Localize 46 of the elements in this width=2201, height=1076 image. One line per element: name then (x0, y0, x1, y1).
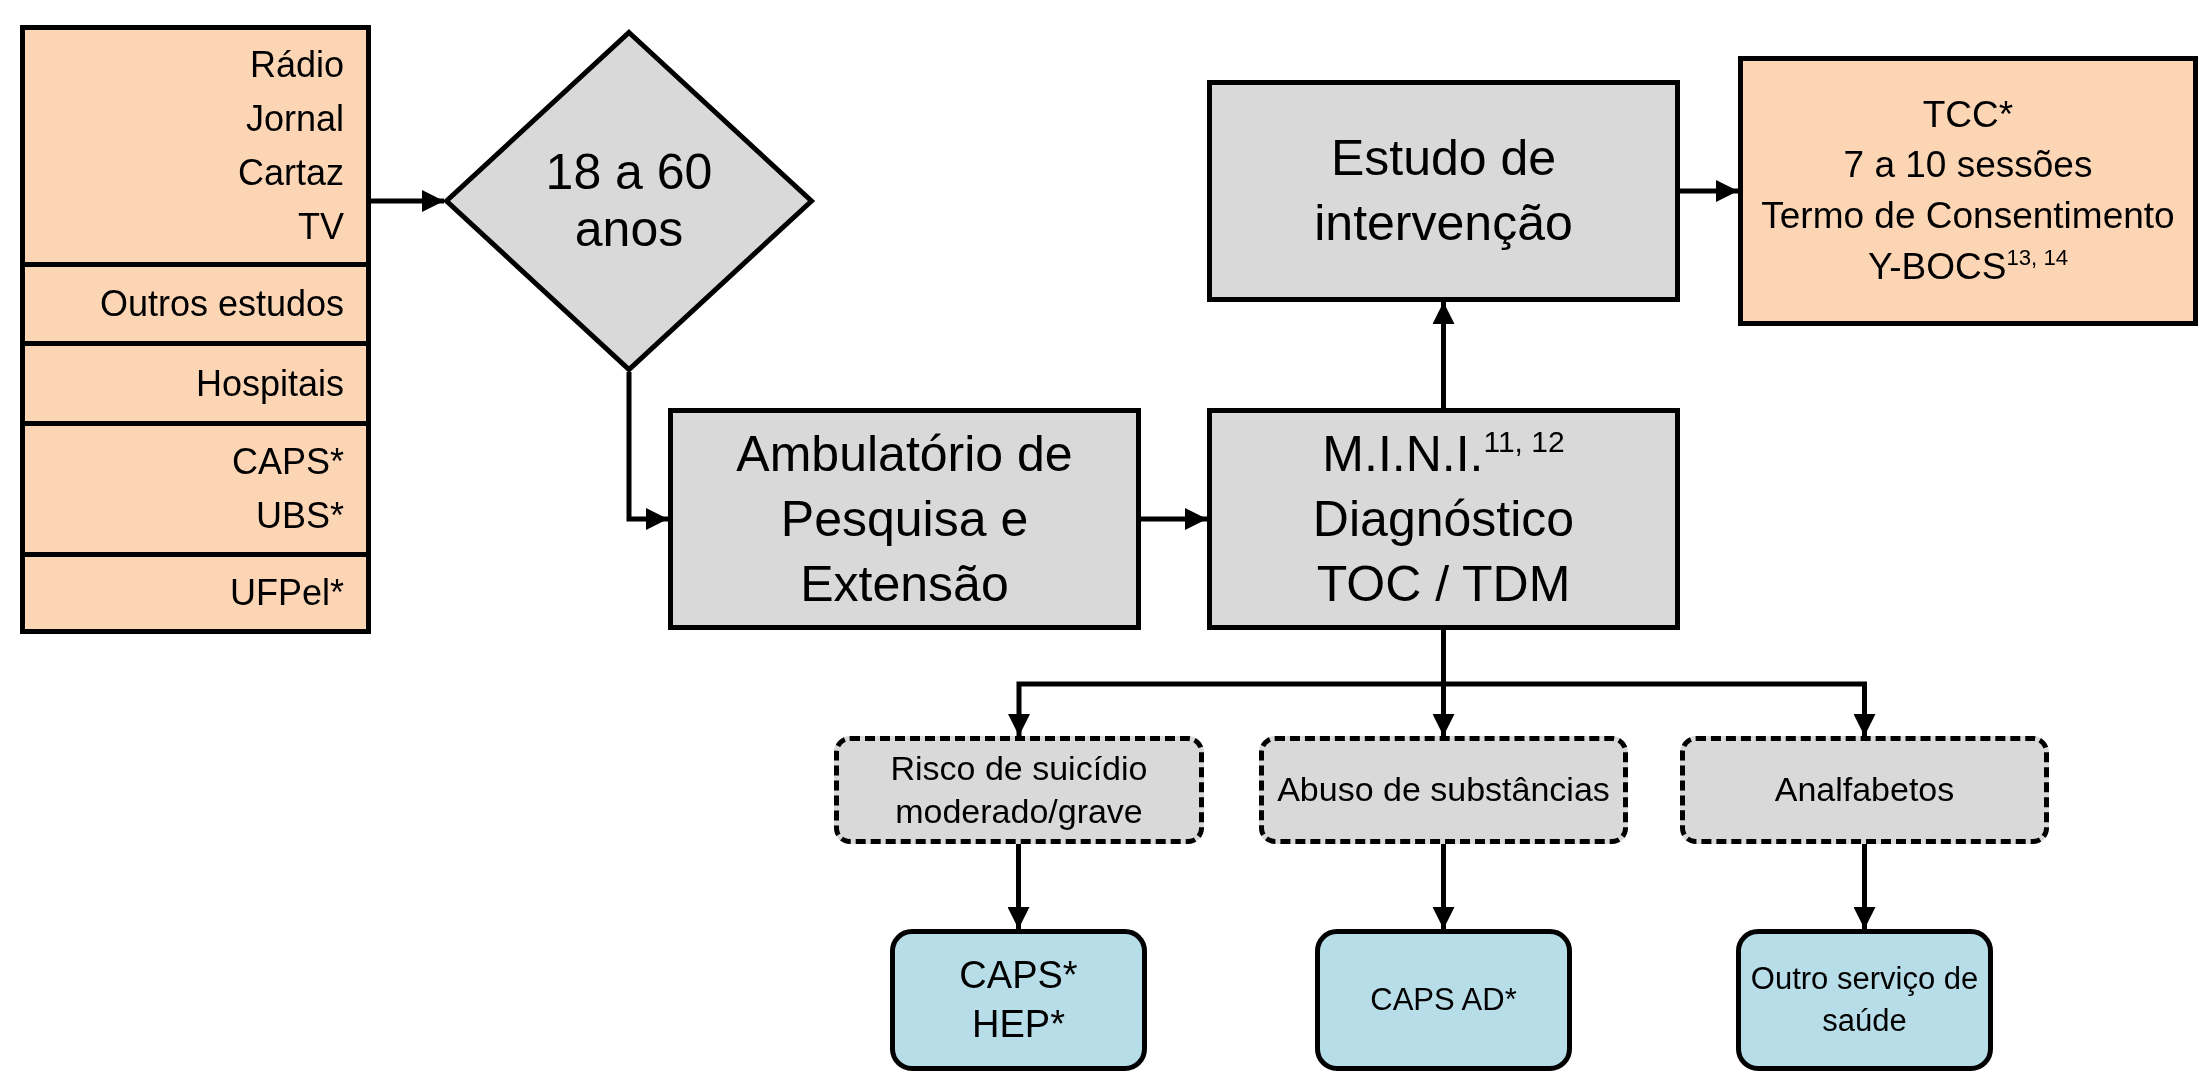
node-text: Termo de Consentimento (1761, 194, 2175, 238)
process-box (1207, 408, 1680, 630)
node-text: Estudo de intervenção (1313, 129, 1574, 253)
referral-box (1736, 929, 1993, 1071)
criteria-box (1259, 736, 1628, 844)
arrow (1141, 508, 1207, 530)
arrow (1432, 844, 1455, 929)
node-text: UFPel* (229, 571, 344, 615)
arrow (626, 372, 668, 530)
criteria-box (834, 736, 1204, 844)
node-text: Ambulatório de Pesquisa e Extensão (735, 424, 1074, 614)
referral-box (890, 929, 1147, 1071)
process-box (1207, 80, 1680, 302)
arrow (371, 190, 444, 212)
node-text: Diagnóstico (1312, 489, 1575, 549)
node-text: Abuso de substâncias (1277, 769, 1610, 811)
node-text: 7 a 10 sessões (1843, 143, 2093, 188)
node-text: 18 a 60 anos (544, 143, 714, 259)
arrow (1853, 844, 1876, 929)
node-text: TV (298, 205, 344, 249)
node-text: Cartaz (237, 151, 344, 195)
node-text: CAPS* (231, 440, 344, 484)
node-text: HEP* (972, 1002, 1065, 1047)
criteria-box (1680, 736, 2049, 844)
node-text: CAPS AD* (1370, 981, 1517, 1020)
node-text: Outros estudos (99, 282, 344, 326)
node-text: Rádio (249, 43, 344, 87)
node-text: Y-BOCS$^{13, 14}$ (1867, 243, 2069, 289)
node-text: M.I.N.I.$^{11, 12}$ (1322, 423, 1565, 484)
node-text: TOC / TDM (1316, 554, 1571, 614)
arrow (1007, 844, 1030, 929)
node-text: Analfabetos (1774, 769, 1955, 811)
arrow (1680, 180, 1738, 202)
node-text: Risco de suicídio moderado/grave (889, 747, 1149, 832)
node-text: Outro serviço de saúde (1749, 960, 1980, 1040)
node-text: CAPS* (959, 952, 1078, 998)
process-box (668, 408, 1141, 630)
referral-box (1315, 929, 1572, 1071)
info-box (1738, 56, 2198, 326)
node-text: UBS* (255, 494, 344, 538)
node-text: TCC* (1922, 92, 2014, 137)
node-text: Hospitais (195, 361, 344, 406)
node-text: Jornal (245, 97, 344, 141)
decision-diamond (444, 30, 814, 372)
arrow (1441, 630, 1876, 736)
arrow (1432, 302, 1455, 408)
